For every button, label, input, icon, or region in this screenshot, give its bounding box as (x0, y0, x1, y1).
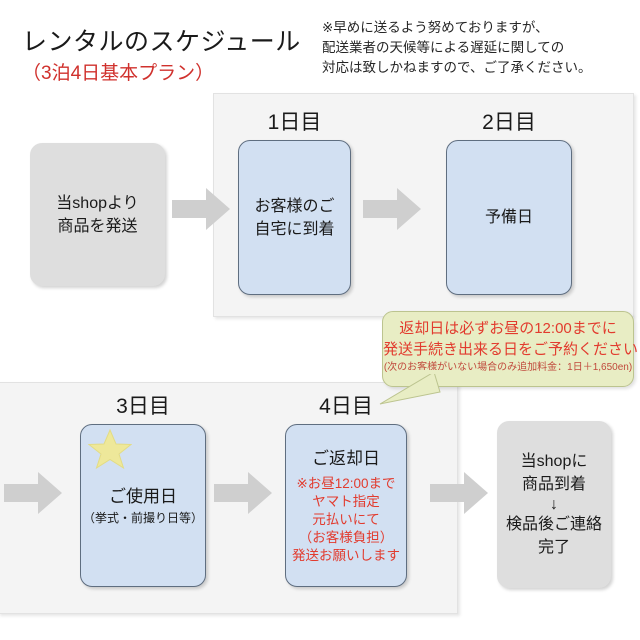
use-day-line-1: ご使用日 (109, 487, 177, 506)
ship-from-shop-line-2: 商品を発送 (57, 217, 138, 235)
arrive-shop-line-4: 完了 (537, 539, 570, 556)
return-day-line-1: ご返却日 (312, 449, 380, 468)
day-label-1: 1日目 (267, 111, 322, 134)
star-icon (87, 428, 133, 470)
return-time-callout: 返却日は必ずお昼の12:00までに 発送手続き出来る日をご予約ください (次のお… (382, 311, 639, 387)
use-day-line-2: （挙式・前撮り日等） (82, 511, 203, 525)
callout-fine-print: (次のお客様がいない場合のみ追加料金：1日＋1,650en) (383, 362, 633, 373)
return-day-red-1: ※お昼12:00まで (296, 476, 396, 491)
return-day-red-3: 元払いにて (312, 512, 380, 527)
right-arrow-icon-2 (363, 188, 421, 230)
return-day-red-2: ヤマト指定 (312, 494, 380, 509)
arrive-home-line-1: お客様のご (254, 197, 335, 215)
return-day-red-4: （お客様負担） (298, 530, 394, 545)
arrive-home-line-2: 自宅に到着 (254, 220, 335, 238)
delivery-disclaimer: ※早めに送るよう努めておりますが、 配送業者の天候等による遅延に関しての 対応は… (322, 18, 591, 78)
disclaimer-line-2: 配送業者の天候等による遅延に関しての (322, 40, 565, 55)
box-return-day: ご返却日 ※お昼12:00まで ヤマト指定 元払いにて （お客様負担） 発送お願… (285, 424, 407, 587)
callout-tail (378, 370, 448, 406)
down-arrow-icon: ↓ (550, 496, 558, 513)
disclaimer-line-1: ※早めに送るよう努めておりますが、 (322, 20, 549, 35)
spare-day-line-1: 予備日 (484, 209, 533, 226)
right-arrow-icon-4 (214, 472, 272, 514)
box-ship-from-shop: 当shopより 商品を発送 (30, 143, 165, 286)
day-label-4: 4日目 (319, 395, 373, 418)
page-title: レンタルのスケジュール (22, 28, 301, 56)
right-arrow-icon-5 (430, 472, 488, 514)
ship-from-shop-line-1: 当shopより (56, 194, 139, 212)
day-label-2: 2日目 (482, 111, 536, 134)
box-spare-day: 予備日 (446, 140, 572, 295)
disclaimer-line-3: 対応は致しかねますので、ご了承ください。 (322, 60, 592, 75)
arrive-shop-line-2: 商品到着 (521, 476, 586, 493)
box-arrive-home: お客様のご 自宅に到着 (238, 140, 351, 295)
arrive-shop-line-1: 当shopに (520, 453, 588, 470)
callout-line-2: 発送手続き出来る日をご予約ください (383, 341, 639, 358)
box-arrive-shop: 当shopに 商品到着 ↓ 検品後ご連絡 完了 (497, 421, 611, 588)
return-day-red-5: 発送お願いします (292, 548, 400, 563)
day-label-3: 3日目 (116, 395, 170, 418)
right-arrow-icon-1 (172, 188, 230, 230)
callout-line-1: 返却日は必ずお昼の12:00までに (399, 320, 617, 337)
arrive-shop-line-3: 検品後ご連絡 (505, 516, 602, 533)
right-arrow-icon-3 (4, 472, 62, 514)
page-subtitle: （3泊4日基本プラン） (22, 63, 215, 84)
